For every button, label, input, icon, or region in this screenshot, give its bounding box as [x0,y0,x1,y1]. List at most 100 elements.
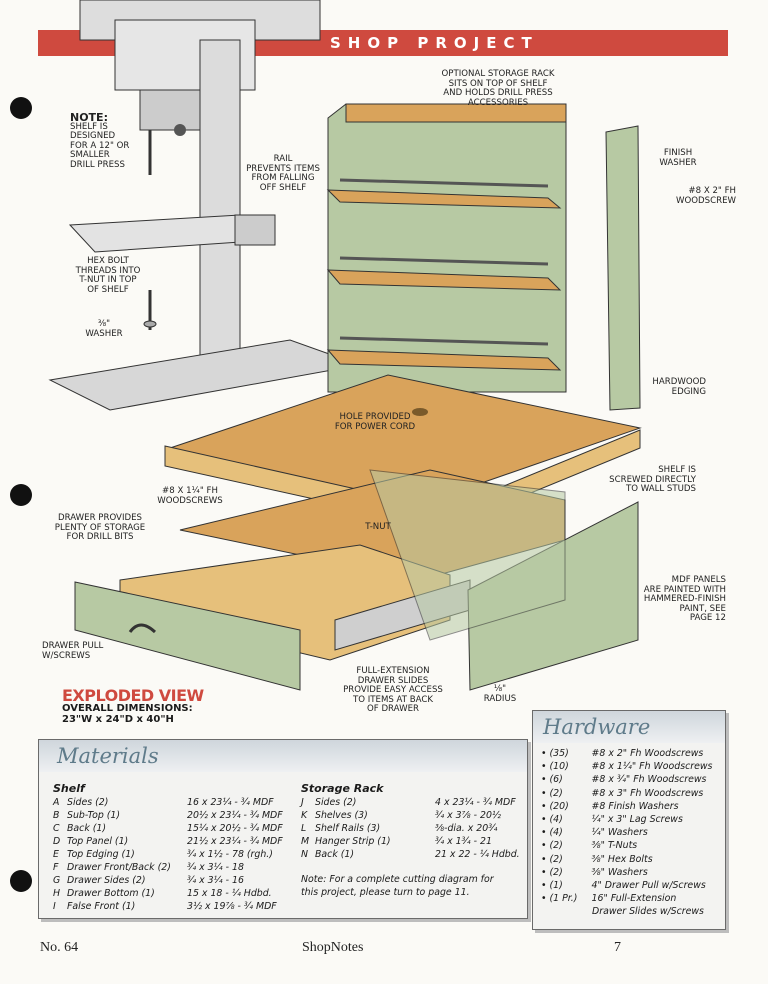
callout-line: HAMMERED-FINISH [643,594,726,605]
material-dim: 15¼ x 20½ - ¾ MDF [187,823,283,834]
hardware-desc: ¼" x 3" Lag Screws [591,814,683,825]
binder-hole [10,97,32,119]
callout-line: AND HOLDS DRILL PRESS [443,88,553,99]
callout-line: SCREWED DIRECTLY [609,474,696,485]
material-id: F [53,862,59,873]
hardware-qty: (10) [549,761,569,773]
note-line: FOR A 12" OR [70,140,130,151]
woodscrews-114-callout: #8 x 1¼" Fh WOODSCREWS [154,486,226,506]
material-id: K [301,810,308,821]
callout-line: MDF PANELS [671,575,726,585]
binder-hole [10,484,32,506]
hardware-qty: (1) [549,880,563,891]
callout-line: ARE PAINTED WITH [643,584,726,595]
wall-studs-callout: SHELF IS SCREWED DIRECTLY TO WALL STUDS [600,465,696,495]
hardware-desc: #8 x ¾" Fh Woodscrews [591,774,707,786]
materials-note-line: Note: For a complete cutting diagram for [301,874,494,885]
materials-header [39,740,527,772]
material-name: Sides (2) [67,797,109,808]
hardware-desc: ⅜" Washers [591,866,648,878]
callout-line: HEX BOLT [87,256,129,266]
material-name: Sub-Top (1) [67,810,121,821]
bullet-icon: • [541,866,550,878]
hardware-desc: 4" Drawer Pull w/Screws [591,880,706,891]
callout-line: OF DRAWER [367,704,419,715]
hardware-qty: (1 Pr.) [549,893,578,905]
material-name: Shelves (3) [315,810,368,821]
callout-line: RADIUS [483,693,517,704]
material-id: G [53,875,61,886]
hardware-item: • (2)#8 x 3" Fh Woodscrews [541,788,703,799]
material-id: A [53,797,60,808]
hardware-item: • (2) ⅜" T-Nuts [541,840,637,851]
hardware-header [533,711,725,743]
exploded-view-title: EXPLODED VIEW [62,686,204,705]
material-dim: 21½ x 23¼ - ¾ MDF [187,836,283,847]
material-id: L [301,823,307,834]
hardware-item: • (4)¼" Washers [541,827,648,838]
binder-hole [10,870,32,892]
callout-line: SITS ON TOP OF SHELF [448,78,548,89]
callout-line: PROVIDE EASY ACCESS [343,685,443,696]
callout-line: WASHER [85,328,123,339]
bullet-icon: • [541,787,550,799]
material-name: Top Panel (1) [67,836,129,847]
callout-line: DRAWER PROVIDES [58,513,142,523]
drawer-pull-callout: DRAWER PULL w/SCREWS [42,641,112,661]
material-dim: ¾ x 1½ - 78 (rgh.) [187,849,273,860]
hardware-desc: ¼" Washers [591,827,648,839]
hardware-qty: (2) [549,853,563,865]
hardware-desc: #8 x 2" Fh Woodscrews [591,748,704,759]
material-name: Back (1) [67,823,107,834]
callout-line: ACCESSORIES [467,97,529,108]
hardware-item: • (1 Pr.)16" Full-Extension [541,893,676,904]
material-id: B [53,810,60,821]
hardware-item: • (10)#8 x 1¼" Fh Woodscrews [541,761,712,772]
mdf-panels-callout: MDF PANELS ARE PAINTED WITH HAMMERED-FIN… [640,575,726,624]
callout-line: FOR DRILL BITS [66,532,134,543]
hardware-box: Hardware • (35)#8 x 2" Fh Woodscrews• (1… [532,710,726,930]
materials-title: Materials [57,744,159,768]
hardware-qty: (2) [549,866,563,878]
callout-line: SHELF IS [658,465,696,475]
storage-rack-callout: OPTIONAL STORAGE RACK SITS ON TOP OF SHE… [418,69,578,108]
page-number: 7 [614,940,621,955]
drawer-storage-callout: DRAWER PROVIDES PLENTY OF STORAGE FOR DR… [52,513,148,543]
hardware-desc: ⅜" T-Nuts [591,840,638,852]
note-line: DRILL PRESS [70,159,125,170]
callout-line: FOR POWER CORD [334,421,416,432]
callout-line: OFF SHELF [259,182,307,193]
material-dim: 20½ x 23¼ - ¾ MDF [187,810,283,821]
callout-line: WOODSCREWS [157,495,223,506]
material-dim: 3½ x 19⅞ - ¾ MDF [187,901,277,912]
hardware-item: • (2)⅜" Hex Bolts [541,854,653,865]
note-line: SMALLER [70,150,110,161]
callout-line: PREVENTS ITEMS [246,163,320,174]
hardware-qty: (2) [549,840,563,852]
finish-washer-callout: FINISH WASHER [648,148,708,168]
callout-line: OF SHELF [87,284,129,295]
bullet-icon: • [541,840,550,852]
material-dim: 15 x 18 - ¼ Hdbd. [187,888,272,899]
callout-line: #8 x 1¼" Fh [162,486,218,496]
rail-callout: RAIL PREVENTS ITEMS FROM FALLING OFF SHE… [238,154,328,193]
hardware-item: • (20)#8 Finish Washers [541,801,679,812]
hardware-item: • (2) ⅜" Washers [541,867,648,878]
material-id: D [53,836,61,847]
tnut-callout: T-NUT [358,522,398,533]
note-callout: NOTE: SHELF IS DESIGNED FOR A 12" OR SMA… [70,112,130,171]
callout-line: PAGE 12 [689,613,726,624]
callout-line: PLENTY OF STORAGE [54,522,146,533]
callout-line: T-NUT IN TOP [79,275,137,286]
bullet-icon: • [541,893,550,905]
hardware-item: • (4)¼" x 3" Lag Screws [541,814,683,825]
callout-line: FINISH [663,148,693,158]
callout-line: WOODSCREW [676,195,736,206]
material-dim: 21 x 22 - ¼ Hdbd. [435,849,520,860]
callout-line: WASHER [659,157,697,168]
material-id: H [53,888,61,899]
callout-line: HARDWOOD [652,377,706,387]
material-name: Top Edging (1) [67,849,135,860]
